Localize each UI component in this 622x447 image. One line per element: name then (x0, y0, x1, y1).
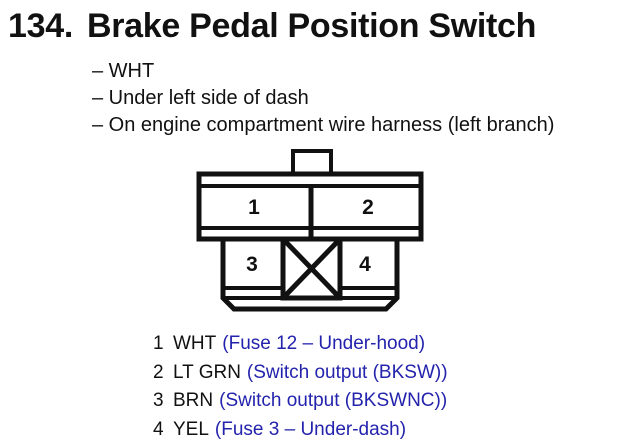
pin-description: (Fuse 12 – Under-hood) (222, 333, 426, 354)
pin-description: (Switch output (BKSW)) (246, 361, 448, 383)
pin-row-1: 1 WHT(Fuse 12 – Under-hood) (153, 330, 448, 359)
pin-description: (Switch output (BKSWNC)) (219, 390, 448, 411)
pin-number: 1 (153, 333, 164, 354)
cavity-1-label: 1 (248, 196, 260, 219)
section-number: 134. (8, 7, 73, 45)
pin-number: 3 (153, 390, 164, 411)
pin-wire-color: LT GRN (173, 361, 241, 383)
pin-wire-color: YEL (173, 418, 209, 440)
pin-number: 4 (153, 418, 164, 440)
section-title: Brake Pedal Position Switch (86, 7, 537, 45)
pin-number: 2 (153, 361, 164, 383)
pin-row-2: 2 LT GRN(Switch output (BKSW)) (153, 359, 448, 388)
pin-wire-color: WHT (173, 333, 217, 354)
note-location: – Under left side of dash (92, 87, 309, 109)
cavity-3-label: 3 (246, 253, 258, 276)
note-wire-color: – WHT (92, 60, 155, 82)
pin-wire-color: BRN (173, 390, 214, 411)
pin-row-4: 4 YEL(Fuse 3 – Under-dash) (153, 416, 448, 445)
note-harness: – On engine compartment wire harness (le… (92, 114, 555, 136)
pin-description: (Fuse 3 – Under-dash) (214, 418, 407, 440)
cavity-4-label: 4 (359, 253, 371, 276)
cavity-2-label: 2 (362, 196, 374, 219)
blocked-cavity-x-stroke-2 (281, 237, 342, 300)
notes-list: – WHT – Under left side of dash – On eng… (92, 58, 554, 139)
page-title: 134. Brake Pedal Position Switch (8, 6, 536, 46)
connector-diagram: 1 2 3 4 (196, 149, 424, 312)
pin-row-3: 3 BRN(Switch output (BKSWNC)) (153, 387, 448, 416)
